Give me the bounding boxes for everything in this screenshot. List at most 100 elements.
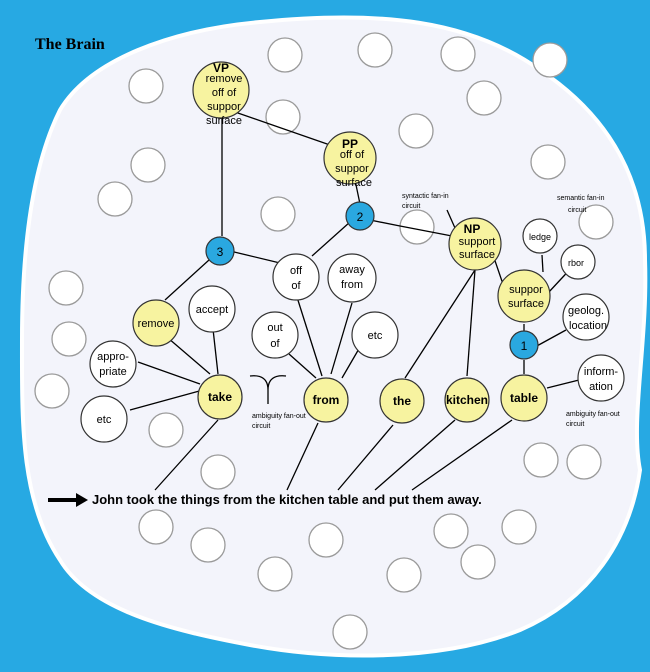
link-vp-pp [234, 111, 331, 146]
semantic-note-1: semantic fan-in [557, 195, 605, 202]
outof-line2: of [270, 338, 280, 350]
idle-neuron [128, 68, 164, 104]
appropriate-line1: appro- [97, 351, 129, 363]
np-node: NP support surface [448, 217, 502, 271]
vp-node: VP remove off of suppor surface [192, 61, 250, 127]
offof-line2: of [291, 280, 301, 292]
idle-neuron [138, 509, 174, 545]
take-label: take [208, 390, 232, 404]
vp-head: VP [213, 61, 229, 75]
link-remove-take [167, 337, 211, 375]
junction-2: 2 [345, 201, 375, 231]
idle-neurons [34, 32, 614, 650]
awayfrom-line2: from [341, 279, 363, 291]
idle-neuron [130, 147, 166, 183]
idle-neuron [466, 80, 502, 116]
kitchen-node: kitchen [444, 377, 490, 423]
idle-neuron [200, 454, 236, 490]
offof-node: off of [272, 253, 320, 301]
vp-line4: surface [206, 115, 242, 127]
accept-node: accept [188, 285, 236, 333]
idle-neuron [399, 209, 435, 245]
geolocation-node: geolog. location [562, 293, 610, 341]
link-the-down [337, 424, 394, 491]
idle-neuron [530, 144, 566, 180]
idle-neuron [51, 321, 87, 357]
info-line1: inform- [584, 366, 619, 378]
ledge-label: ledge [529, 232, 551, 242]
offof-line1: off [290, 265, 303, 277]
example-sentence: John took the things from the kitchen ta… [92, 492, 482, 507]
note-line: circuit [566, 421, 584, 428]
idle-neuron [148, 412, 184, 448]
junction-3-label: 3 [217, 245, 224, 259]
note-line: circuit [252, 423, 270, 430]
idle-neuron [357, 32, 393, 68]
arbor-label: rbor [568, 258, 584, 268]
the-label: the [393, 394, 411, 408]
geo-line2: location [569, 320, 607, 332]
etc-left-label: etc [97, 414, 112, 426]
outof-node: out of [251, 311, 299, 359]
support-surface-node: suppor surface [497, 269, 551, 323]
accept-label: accept [196, 304, 228, 316]
etc-mid-label: etc [368, 330, 383, 342]
idle-neuron [578, 204, 614, 240]
pp-line3: surface [336, 177, 372, 189]
idle-neuron [48, 270, 84, 306]
outof-line1: out [267, 322, 282, 334]
link-syntactic-np [399, 225, 453, 237]
link-j1-geo [534, 329, 567, 348]
table-node: table [500, 374, 548, 422]
link-kitchen-down [374, 419, 456, 491]
vp-line2: off of [212, 87, 237, 99]
junction-1: 1 [509, 330, 539, 360]
pp-head: PP [342, 137, 358, 151]
support-line1: suppor [509, 284, 543, 296]
link-table-info [546, 379, 580, 389]
link-away-from [330, 302, 353, 375]
idle-neuron [34, 373, 70, 409]
pp-line2: suppor [335, 163, 369, 175]
link-out-from [288, 353, 317, 379]
np-head: NP [464, 222, 481, 236]
geo-line1: geolog. [568, 305, 604, 317]
idle-neuron [308, 522, 344, 558]
table-label: table [510, 391, 538, 405]
appropriate-line2: priate [99, 366, 127, 378]
link-from-down [286, 422, 319, 491]
idle-neuron [257, 556, 293, 592]
link-support-ledge [541, 254, 544, 273]
link-offof-from [295, 293, 323, 377]
link-j2-offof [311, 221, 351, 257]
connections [129, 111, 580, 491]
idle-neuron [267, 37, 303, 73]
idle-neuron [501, 509, 537, 545]
link-etc-take [129, 389, 204, 411]
idle-neuron [566, 444, 602, 480]
the-node: the [379, 378, 425, 424]
info-line2: ation [589, 381, 613, 393]
take-node: take [197, 374, 243, 420]
pp-node: PP off of suppor surface [323, 131, 377, 189]
link-table-down [411, 419, 513, 491]
link-pp-j2 [354, 179, 361, 205]
idle-neuron [332, 614, 368, 650]
semantic-note-2: circuit [568, 207, 586, 214]
etc-left-node: etc [80, 395, 128, 443]
idle-neuron [97, 181, 133, 217]
information-node: inform- ation [577, 354, 625, 402]
remove-label: remove [138, 318, 175, 330]
page-title: The Brain [35, 36, 105, 53]
np-line1: support [459, 236, 496, 248]
kitchen-label: kitchen [446, 393, 488, 407]
junction-3: 3 [205, 236, 235, 266]
junction-2-label: 2 [357, 210, 364, 224]
etc-mid-node: etc [351, 311, 399, 359]
